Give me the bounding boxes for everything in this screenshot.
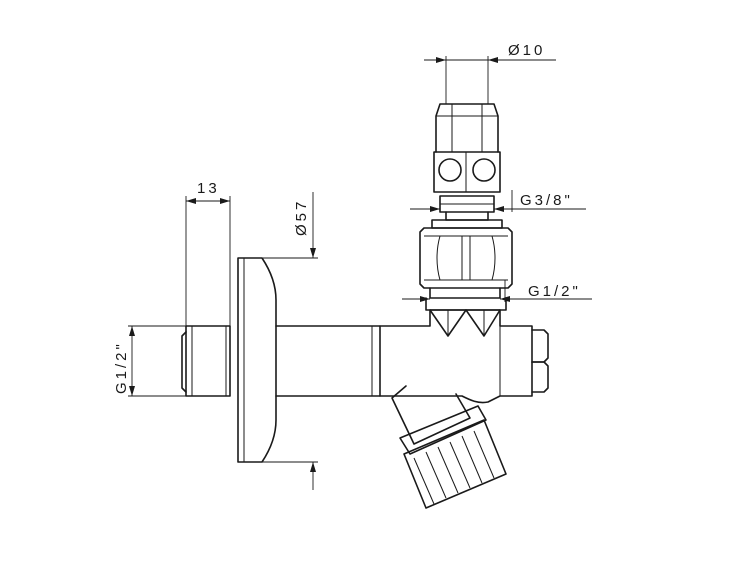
wall-rosette (237, 257, 277, 463)
dimension-rosette-diameter: Ø57 (262, 192, 318, 490)
valve-body (275, 309, 549, 404)
dimension-label-inlet-thread: G1/2" (113, 341, 130, 394)
dimension-label-compression-thread: G3/8" (520, 192, 573, 209)
dimension-outlet-thread: G1/2" (402, 280, 592, 302)
dimension-label-inlet-length: 13 (197, 180, 220, 197)
angled-outlet (391, 385, 507, 509)
valve-neck (429, 309, 501, 337)
dimension-compression-thread: G3/8" (410, 190, 586, 212)
dimension-inlet-length: 13 (185, 180, 231, 326)
dimension-label-tube-diameter: Ø10 (508, 42, 545, 59)
inlet-thread-nipple (181, 325, 231, 397)
dimension-label-rosette-diameter: Ø57 (293, 199, 310, 236)
dimension-tube-diameter: Ø10 (424, 42, 556, 104)
dimension-inlet-thread: G1/2" (113, 325, 186, 397)
outlet-hex-nut (419, 227, 513, 311)
compression-fitting (431, 103, 503, 229)
dimension-label-outlet-thread: G1/2" (528, 283, 581, 300)
